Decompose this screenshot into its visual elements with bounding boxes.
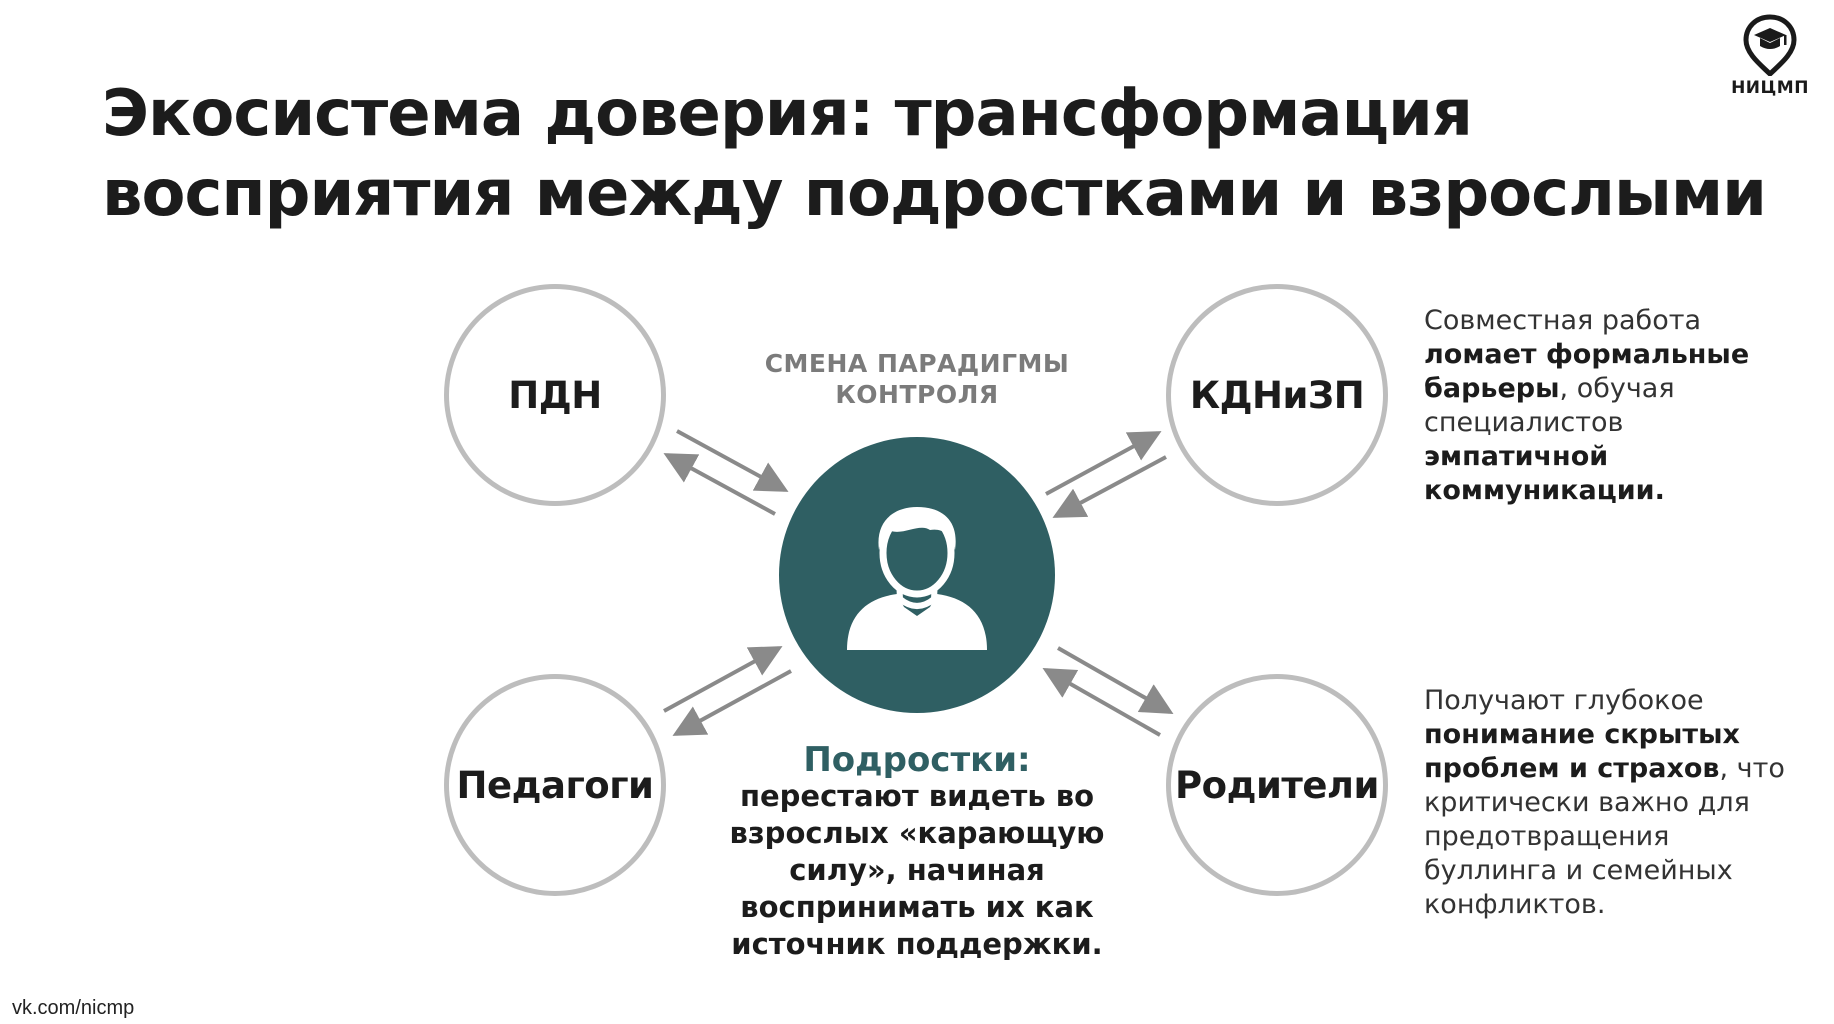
rod-desc-line-3-bold: проблем и страхов xyxy=(1424,753,1720,784)
kdn-desc-line-3-rest: , обучая xyxy=(1559,373,1675,404)
arrow-pdn-to-center xyxy=(676,429,789,492)
graduation-cap-pin-icon xyxy=(1743,14,1797,76)
rod-desc-line-7: конфликтов. xyxy=(1424,889,1606,920)
node-kdnizp: КДНиЗП xyxy=(1166,284,1388,506)
arrow-kdn-to-center xyxy=(1052,455,1167,518)
arrow-center-to-rod xyxy=(1057,646,1174,714)
rod-desc-line-4: критически важно для xyxy=(1424,787,1750,818)
kdn-desc-line-1: Совместная работа xyxy=(1424,305,1701,336)
parents-description: Получают глубокое понимание скрытых проб… xyxy=(1424,684,1824,922)
teens-line-4: воспринимать их как xyxy=(740,890,1094,924)
paradigm-line-2: КОНТРОЛЯ xyxy=(835,380,999,409)
person-icon xyxy=(847,507,987,650)
arrow-ped-to-center xyxy=(663,646,783,713)
paradigm-label: СМЕНА ПАРАДИГМЫ КОНТРОЛЯ xyxy=(740,348,1094,410)
title-line-2: восприятия между подростками и взрослыми xyxy=(102,157,1767,231)
teens-line-3: силу», начиная xyxy=(789,853,1045,887)
center-teen-node xyxy=(779,437,1055,713)
page-title: Экосистема доверия: трансформация воспри… xyxy=(102,74,1767,234)
arrow-center-to-pdn xyxy=(663,453,776,516)
node-kdnizp-label: КДНиЗП xyxy=(1189,373,1365,417)
kdn-desc-line-4: специалистов xyxy=(1424,407,1624,438)
node-pedagogues-label: Педагоги xyxy=(456,763,654,807)
node-parents-label: Родители xyxy=(1175,763,1379,807)
arrow-center-to-ped xyxy=(672,669,792,736)
teens-line-2: взрослых «карающую xyxy=(729,816,1105,850)
rod-desc-line-5: предотвращения xyxy=(1424,821,1670,852)
arrow-rod-to-center xyxy=(1042,668,1161,737)
arrow-center-to-kdn xyxy=(1045,431,1162,496)
kdnizp-description: Совместная работа ломает формальные барь… xyxy=(1424,304,1824,508)
teens-line-1: перестают видеть во xyxy=(739,779,1095,813)
teens-line-5: источник поддержки. xyxy=(731,927,1103,961)
node-pdn-label: ПДН xyxy=(508,373,602,417)
teens-heading: Подростки: xyxy=(803,740,1031,780)
paradigm-line-1: СМЕНА ПАРАДИГМЫ xyxy=(764,349,1070,378)
node-pedagogues: Педагоги xyxy=(444,674,666,896)
logo-text: НИЦМП xyxy=(1731,78,1809,98)
node-parents: Родители xyxy=(1166,674,1388,896)
logo: НИЦМП xyxy=(1720,14,1820,106)
rod-desc-line-3-rest: , что xyxy=(1719,753,1785,784)
title-line-1: Экосистема доверия: трансформация xyxy=(102,77,1473,151)
kdn-desc-line-6: коммуникации. xyxy=(1424,475,1665,506)
kdn-desc-line-5: эмпатичной xyxy=(1424,441,1609,472)
kdn-desc-line-2: ломает формальные xyxy=(1424,339,1750,370)
kdn-desc-line-3-bold: барьеры xyxy=(1424,373,1560,404)
teens-description: перестают видеть во взрослых «карающую с… xyxy=(720,778,1114,963)
node-pdn: ПДН xyxy=(444,284,666,506)
footer-link[interactable]: vk.com/nicmp xyxy=(12,997,135,1019)
rod-desc-line-1: Получают глубокое xyxy=(1424,685,1704,716)
rod-desc-line-2: понимание скрытых xyxy=(1424,719,1740,750)
rod-desc-line-6: буллинга и семейных xyxy=(1424,855,1733,886)
